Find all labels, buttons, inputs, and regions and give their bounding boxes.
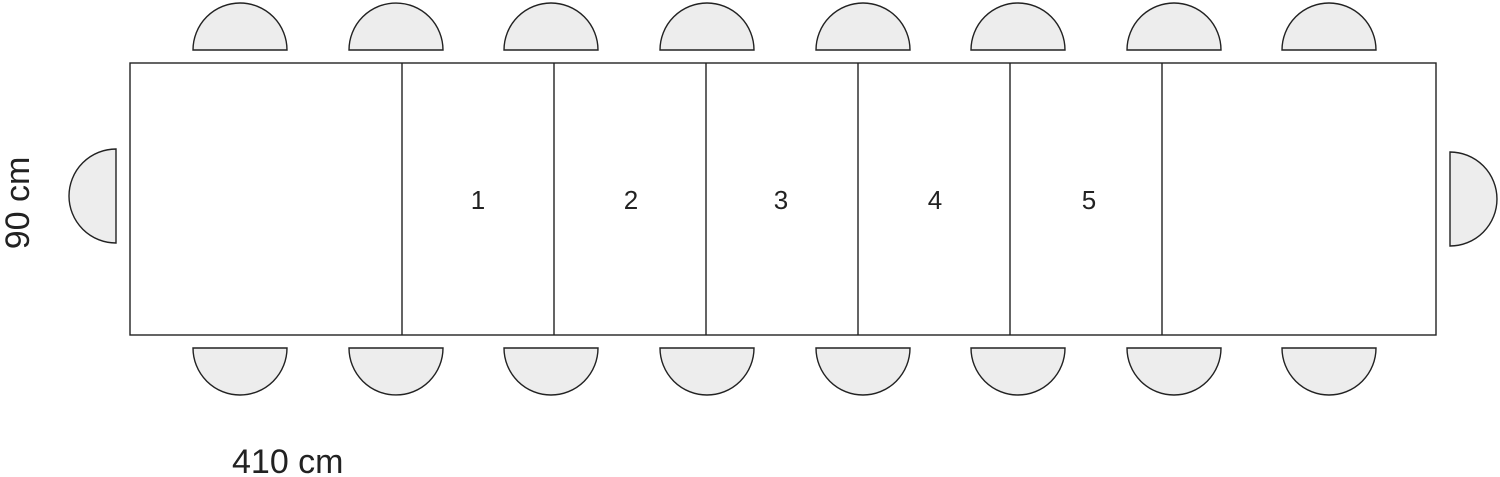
depth-dimension-label: 90 cm: [0, 157, 37, 250]
chair-bottom-7: [1126, 347, 1222, 396]
chair-top-7: [1126, 2, 1222, 51]
bottom-chairs: [192, 347, 1377, 396]
chair-top-2: [348, 2, 444, 51]
chair-bottom-2: [348, 347, 444, 396]
chair-top-6: [970, 2, 1066, 51]
leaf-dividers: [401, 63, 1163, 335]
chair-bottom-1: [192, 347, 288, 396]
chair-bottom-3: [503, 347, 599, 396]
chair-left-end: [68, 148, 117, 244]
leaf-label-4: 4: [928, 185, 942, 215]
leaf-label-3: 3: [774, 185, 788, 215]
leaf-labels: 1 2 3 4 5: [471, 185, 1096, 215]
chair-top-3: [503, 2, 599, 51]
chair-top-8: [1281, 2, 1377, 51]
top-chairs: [192, 2, 1377, 51]
chair-top-5: [815, 2, 911, 51]
table-top: [129, 62, 1437, 336]
chair-right-end: [1449, 151, 1498, 247]
chair-bottom-6: [970, 347, 1066, 396]
chair-top-4: [659, 2, 755, 51]
chair-top-1: [192, 2, 288, 51]
chair-bottom-5: [815, 347, 911, 396]
leaf-label-2: 2: [624, 185, 638, 215]
leaf-label-5: 5: [1082, 185, 1096, 215]
chair-bottom-4: [659, 347, 755, 396]
width-dimension-label: 410 cm: [232, 443, 344, 477]
chair-bottom-8: [1281, 347, 1377, 396]
leaf-label-1: 1: [471, 185, 485, 215]
